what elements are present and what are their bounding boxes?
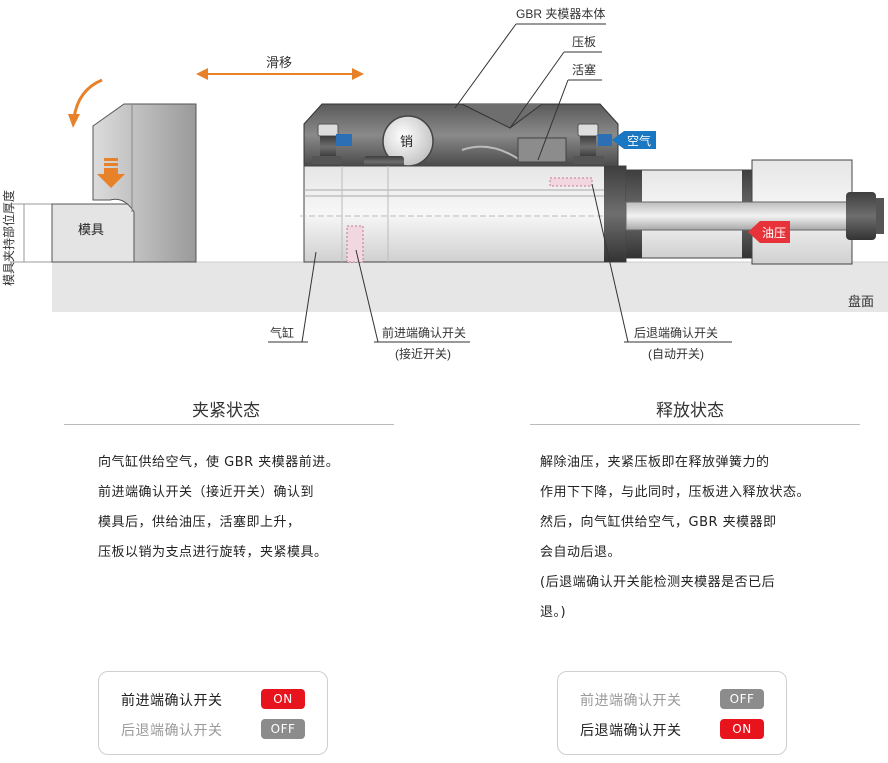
clamped-line: 向气缸供给空气，使 GBR 夹模器前进。 [98,455,340,470]
clamped-status-backward-badge: OFF [261,719,305,739]
backward-switch-sublabel: (自动开关) [648,347,704,361]
clamped-title: 夹紧状态 [192,401,260,421]
gbr-body-label: GBR 夹模器本体 [516,7,605,21]
oil-arrow-icon [748,221,790,243]
released-line: 会自动后退。 [540,545,622,560]
air-label: 空气 [627,133,651,148]
air-fitting-left [312,123,352,164]
slide-arrow-icon [196,68,364,80]
oil-label: 油压 [762,226,786,240]
released-line: (后退端确认开关能检测夹模器是否已后 [540,575,776,590]
released-status-backward-badge: ON [720,719,764,739]
released-status-backward-label: 后退端确认开关 [580,723,682,739]
released-line: 退。) [540,605,567,620]
table-surface [52,262,888,312]
pressure-plate-label: 压板 [572,35,596,49]
backward-switch-label: 后退端确认开关 [634,326,718,340]
released-status-forward-badge: OFF [720,689,764,709]
clamped-status-forward-label: 前进端确认开关 [121,693,223,709]
released-title: 释放状态 [656,401,724,421]
thickness-label: 模具夹持部位厚度 [1,190,16,286]
clamped-divider [64,424,394,425]
pin-label: 销 [400,134,413,149]
released-line: 作用下下降，与此同时，压板进入释放状态。 [540,485,811,500]
mold-label: 模具 [78,222,104,237]
released-line: 解除油压，夹紧压板即在释放弹簧力的 [540,455,770,470]
clamped-status-box: 前进端确认开关 ON 后退端确认开关 OFF [98,671,328,755]
released-divider [530,424,860,425]
table-label: 盘面 [848,294,874,309]
released-description: 解除油压，夹紧压板即在释放弹簧力的 作用下下降，与此同时，压板进入释放状态。 然… [540,448,810,628]
backward-switch-marker [549,177,593,187]
down-arrow-icon [97,158,125,188]
piston-label: 活塞 [572,62,596,77]
forward-switch-label: 前进端确认开关 [382,325,466,340]
clamped-line: 模具后，供给油压，活塞即上升， [98,515,301,530]
press-plate-shape [92,103,197,263]
clamped-status-backward-label: 后退端确认开关 [121,723,223,739]
clamped-line: 前进端确认开关（接近开关）确认到 [98,485,315,500]
forward-switch-marker [346,225,364,263]
released-status-forward-label: 前进端确认开关 [580,693,682,709]
released-line: 然后，向气缸供给空气，GBR 夹模器即 [540,515,777,530]
clamped-status-forward-badge: ON [261,689,305,709]
mold-block [51,203,135,263]
clamped-line: 压板以销为支点进行旋转，夹紧模具。 [98,545,328,560]
cylinder-label: 气缸 [270,325,294,340]
piston-rod [625,201,877,231]
air-arrow-icon [612,131,656,149]
forward-switch-sublabel: (接近开关) [395,346,451,361]
slide-label: 滑移 [266,55,292,70]
released-status-box: 前进端确认开关 OFF 后退端确认开关 ON [557,671,787,755]
clamped-description: 向气缸供给空气，使 GBR 夹模器前进。 前进端确认开关（接近开关）确认到 模具… [98,448,339,568]
air-fitting-right [574,123,612,164]
clamp-mechanism-diagram: 盘面 模具夹持部位厚度 模具 滑移 销 [1,7,888,361]
rotation-arrow-icon [68,78,103,128]
